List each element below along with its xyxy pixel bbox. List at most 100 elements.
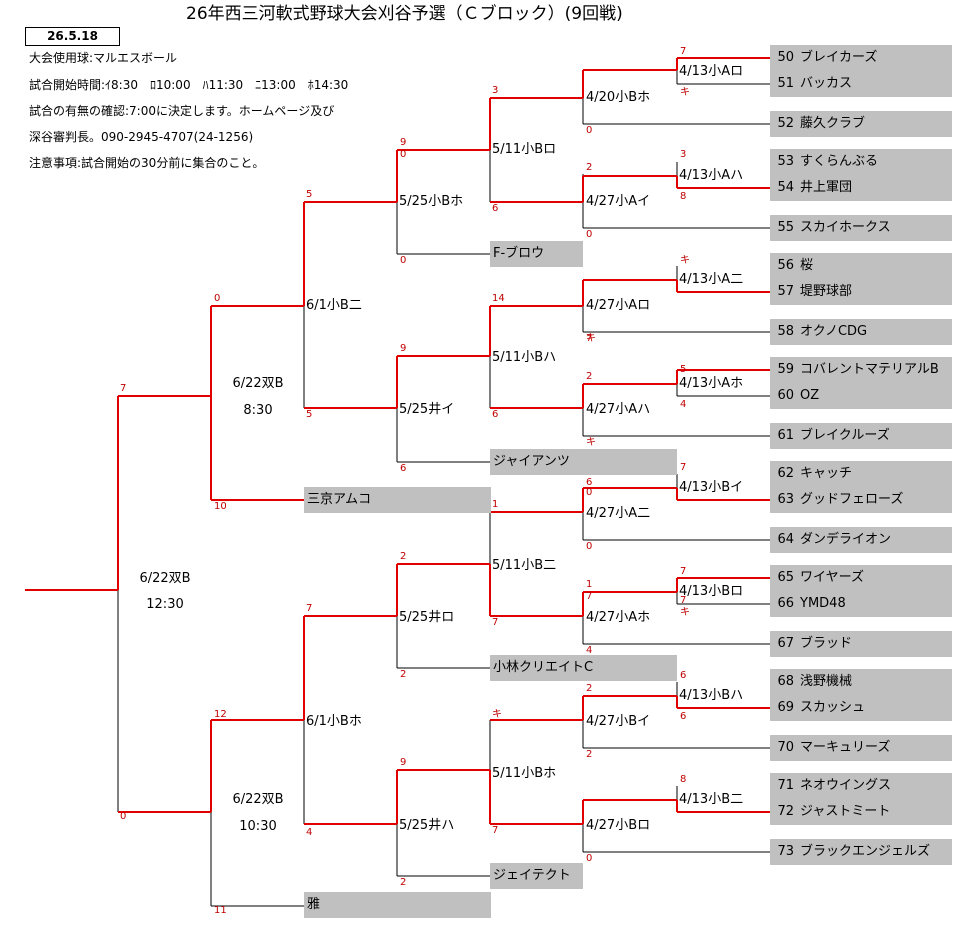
score-label: 7 <box>586 591 593 602</box>
score-label: 7 <box>306 603 313 614</box>
seeded-team: ジャイアンツ <box>490 449 677 475</box>
match-label: 5/11小Bロ <box>492 142 557 157</box>
match-label: 4/27小A二 <box>586 506 651 521</box>
score-label: 0 <box>586 853 593 864</box>
score-label: 8 <box>680 774 687 785</box>
team-number: 52 <box>777 116 794 131</box>
seeded-team: 小林クリエイトC <box>490 655 677 681</box>
match-label: 4/13小A二 <box>679 272 744 287</box>
team-name: ネオウイングス <box>800 778 892 793</box>
team-name: ジャストミート <box>800 804 891 819</box>
team-name: グッドフェローズ <box>800 492 904 507</box>
score-label: 0 <box>586 541 593 552</box>
seeded-team: F-ブロウ <box>490 241 583 267</box>
score-label: 2 <box>400 669 407 680</box>
page-title: 26年西三河軟式野球大会刈谷予選（Ｃブロック）(9回戦) <box>186 4 623 24</box>
score-label: キ <box>680 607 690 618</box>
team-name: コバレントマテリアルB <box>800 362 939 377</box>
team-name: 井上軍団 <box>800 180 853 195</box>
score-label: 7 <box>492 825 499 836</box>
final-date: 6/22双B <box>139 571 191 586</box>
semi-date: 6/22双B <box>232 792 284 807</box>
team-number: 50 <box>777 50 794 65</box>
team-number: 65 <box>777 570 794 585</box>
match-label: 4/13小Aロ <box>679 64 744 79</box>
score-label: 0 <box>586 487 593 498</box>
team-name: すくらんぶる <box>800 154 879 169</box>
score-label: 9 <box>400 137 407 148</box>
score-label: 2 <box>586 749 593 760</box>
score-label: 12 <box>214 709 227 720</box>
team-name: オクノCDG <box>800 324 868 339</box>
score-label: 6 <box>492 203 499 214</box>
score-label: 4 <box>586 645 593 656</box>
seeded-team: 三京アムコ <box>304 487 491 513</box>
team-name: ブラッド <box>800 636 853 651</box>
score-label: 1 <box>586 579 593 590</box>
match-label: 4/13小Bイ <box>679 480 744 495</box>
score-label: 7 <box>586 333 593 344</box>
note-confirm: 試合の有無の確認:7:00に決定します。ホームページ及び <box>29 104 335 118</box>
score-label: 7 <box>680 595 687 606</box>
match-label: 4/27小Aホ <box>586 610 651 625</box>
score-label: キ <box>586 333 596 344</box>
score-label: 7 <box>680 46 687 57</box>
team-number: 66 <box>777 596 794 611</box>
seeded-team: ジェイテクト <box>490 863 583 889</box>
score-label: 10 <box>214 501 227 512</box>
score-label: 7 <box>492 617 499 628</box>
seeded-team: 雅 <box>304 892 491 918</box>
score-label: 2 <box>586 162 593 173</box>
score-label: 4 <box>680 399 687 410</box>
score-label: 6 <box>492 409 499 420</box>
match-label: 6/1小B二 <box>306 298 362 313</box>
team-name: ブレイカーズ <box>800 50 878 65</box>
team-name: 藤久クラブ <box>800 116 866 131</box>
team-name: ブレイクルーズ <box>800 428 890 443</box>
team-number: 62 <box>777 466 794 481</box>
match-label: 5/11小B二 <box>492 558 557 573</box>
note-contact: 深谷審判長。090-2945-4707(24-1256) <box>29 130 254 144</box>
score-label: 3 <box>492 85 499 96</box>
team-number: 70 <box>777 740 794 755</box>
team-number: 56 <box>777 258 794 273</box>
note-times: 試合開始時間:ｲ8:30 ﾛ10:00 ﾊ11:30 ﾆ13:00 ﾎ14:30 <box>29 78 349 92</box>
score-label: キ <box>492 709 502 720</box>
score-label: 0 <box>400 149 407 160</box>
match-label: 5/11小Bホ <box>492 766 557 781</box>
team-number: 67 <box>777 636 794 651</box>
score-label: 5 <box>306 409 313 420</box>
match-label: 5/25井ロ <box>399 610 455 625</box>
score-label: 7 <box>680 462 687 473</box>
team-number: 61 <box>777 428 794 443</box>
note-caution: 注意事項:試合開始の30分前に集合のこと。 <box>29 156 265 170</box>
score-label: 0 <box>120 811 127 822</box>
team-name: ワイヤーズ <box>800 570 864 585</box>
match-label: 4/27小Aロ <box>586 298 651 313</box>
match-label: 4/13小Aハ <box>679 168 744 183</box>
match-label: 4/27小Bイ <box>586 714 651 729</box>
team-name: ブラックエンジェルズ <box>800 844 931 859</box>
team-name: キャッチ <box>800 466 853 481</box>
score-label: 8 <box>680 191 687 202</box>
team-box: 61 ブレイクルーズ <box>770 423 952 449</box>
team-number: 53 <box>777 154 794 169</box>
match-label: 4/13小Bハ <box>679 688 744 703</box>
match-label: 5/11小Bハ <box>492 350 557 365</box>
team-name: マーキュリーズ <box>800 740 891 755</box>
score-label: キ <box>680 87 690 98</box>
score-label: 6 <box>586 477 593 488</box>
team-number: 51 <box>777 76 794 91</box>
match-label: 4/27小Bロ <box>586 818 651 833</box>
match-label: 6/1小Bホ <box>306 714 362 729</box>
match-label: 4/20小Bホ <box>586 90 651 105</box>
score-label: 2 <box>586 371 593 382</box>
team-number: 55 <box>777 220 794 235</box>
score-label: 0 <box>400 255 407 266</box>
score-label: 6 <box>680 711 687 722</box>
